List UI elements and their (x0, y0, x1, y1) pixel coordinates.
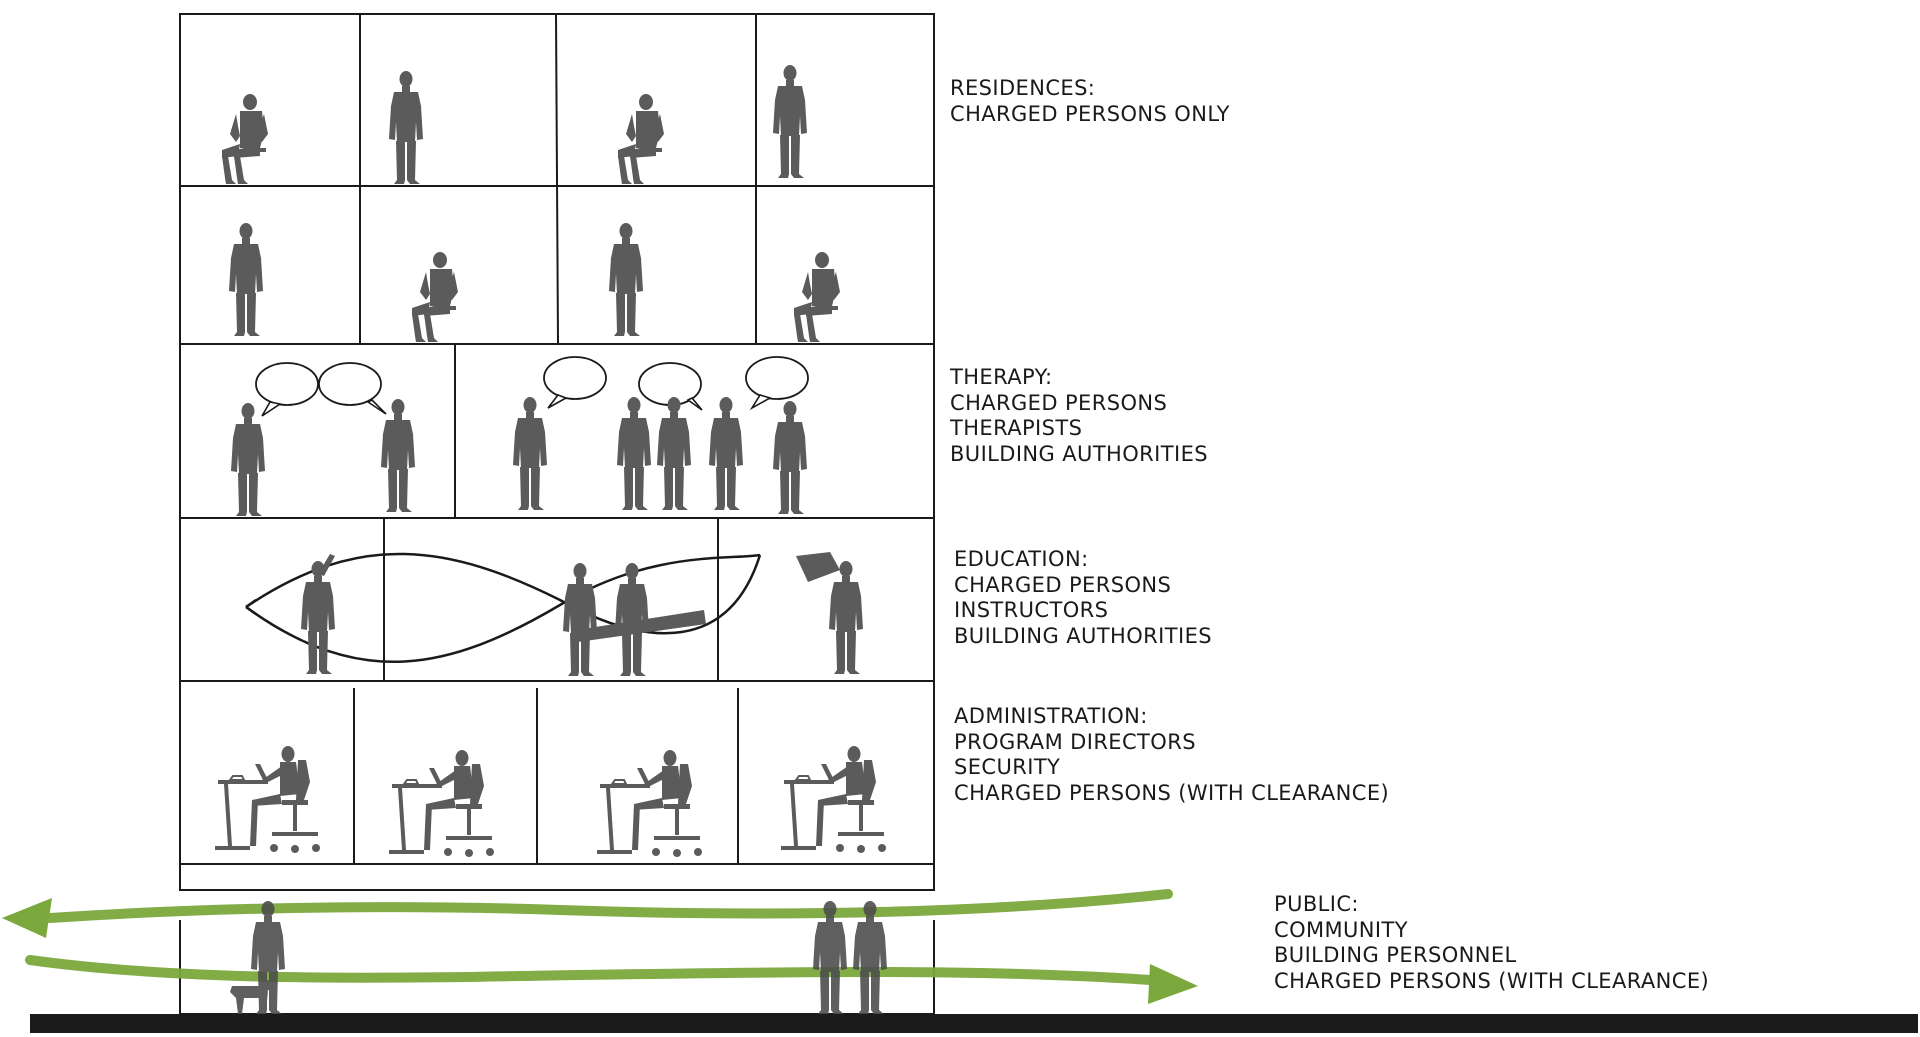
education-heading: EDUCATION: (954, 547, 1089, 571)
therapy-figures (231, 397, 807, 516)
sitting-person-icon (222, 94, 268, 184)
therapy-occupant: THERAPISTS (950, 416, 1083, 440)
beam-icon (576, 610, 706, 642)
education-occupant: INSTRUCTORS (954, 598, 1109, 622)
building-frame (179, 13, 935, 1015)
sitting-person-icon (618, 94, 664, 184)
public-heading: PUBLIC: (1274, 892, 1359, 916)
desk-worker-icon (388, 749, 495, 858)
blueprint-icon (796, 552, 840, 582)
speech-bubble-icon (255, 362, 319, 406)
education-occupant: CHARGED PERSONS (954, 572, 1172, 597)
speech-bubble-icons (255, 356, 809, 417)
standing-person-icon (381, 399, 415, 512)
speech-bubble-icon (318, 362, 382, 406)
standing-person-icon (773, 65, 807, 178)
public-flow-arrows (2, 889, 1198, 1004)
public-occupant: CHARGED PERSONS (WITH CLEARANCE) (1274, 968, 1710, 993)
standing-person-icon (709, 397, 743, 510)
residences-label: RESIDENCES: CHARGED PERSONS ONLY (950, 76, 1230, 127)
public-occupant: BUILDING PERSONNEL (1274, 943, 1517, 967)
carrying-beam-icon (563, 563, 597, 676)
residences-heading: RESIDENCES: (950, 76, 1096, 100)
standing-person-icon (229, 223, 263, 336)
administration-occupant: CHARGED PERSONS (WITH CLEARANCE) (954, 780, 1390, 805)
standing-person-icon (231, 403, 265, 516)
education-label: EDUCATION: CHARGED PERSONS INSTRUCTORS B… (954, 547, 1212, 649)
standing-person-icon (513, 397, 547, 510)
administration-heading: ADMINISTRATION: (954, 704, 1148, 728)
flow-arrow-left-icon (45, 889, 1173, 923)
administration-occupant: PROGRAM DIRECTORS (954, 729, 1196, 754)
couple-walking-icon (853, 901, 887, 1014)
therapy-occupant: CHARGED PERSONS (950, 390, 1168, 415)
worker-person-icon (829, 561, 863, 674)
sitting-person-icon (794, 252, 840, 342)
desk-worker-icon (780, 745, 887, 854)
desk-worker-icon (214, 745, 321, 854)
education-figures (301, 552, 863, 676)
standing-person-icon (773, 401, 807, 514)
public-figures (230, 901, 887, 1014)
administration-label: ADMINISTRATION: PROGRAM DIRECTORS SECURI… (954, 704, 1389, 806)
therapy-heading: THERAPY: (950, 365, 1053, 389)
worker-arm-icon (318, 554, 335, 576)
residences-occupant: CHARGED PERSONS ONLY (950, 101, 1230, 126)
speech-bubble-icon (745, 356, 809, 400)
ground-line (30, 1014, 1918, 1033)
standing-person-icon (389, 71, 423, 184)
standing-person-icon (609, 223, 643, 336)
sitting-person-icon (412, 252, 458, 342)
public-label: PUBLIC: COMMUNITY BUILDING PERSONNEL CHA… (1274, 892, 1709, 994)
standing-person-icon (657, 397, 691, 510)
speech-bubble-icon (543, 356, 607, 400)
residences-figures (222, 65, 840, 342)
dog-icon (230, 980, 276, 1014)
administration-occupant: SECURITY (954, 755, 1061, 779)
education-flow-curves (245, 552, 762, 664)
standing-person-icon (617, 397, 651, 510)
administration-figures (214, 745, 887, 858)
flow-arrow-right-icon (25, 955, 1155, 985)
desk-worker-icon (596, 749, 703, 858)
therapy-label: THERAPY: CHARGED PERSONS THERAPISTS BUIL… (950, 365, 1208, 467)
worker-person-icon (301, 561, 335, 674)
education-occupant: BUILDING AUTHORITIES (954, 623, 1212, 648)
public-occupant: COMMUNITY (1274, 917, 1408, 942)
therapy-occupant: BUILDING AUTHORITIES (950, 441, 1208, 466)
